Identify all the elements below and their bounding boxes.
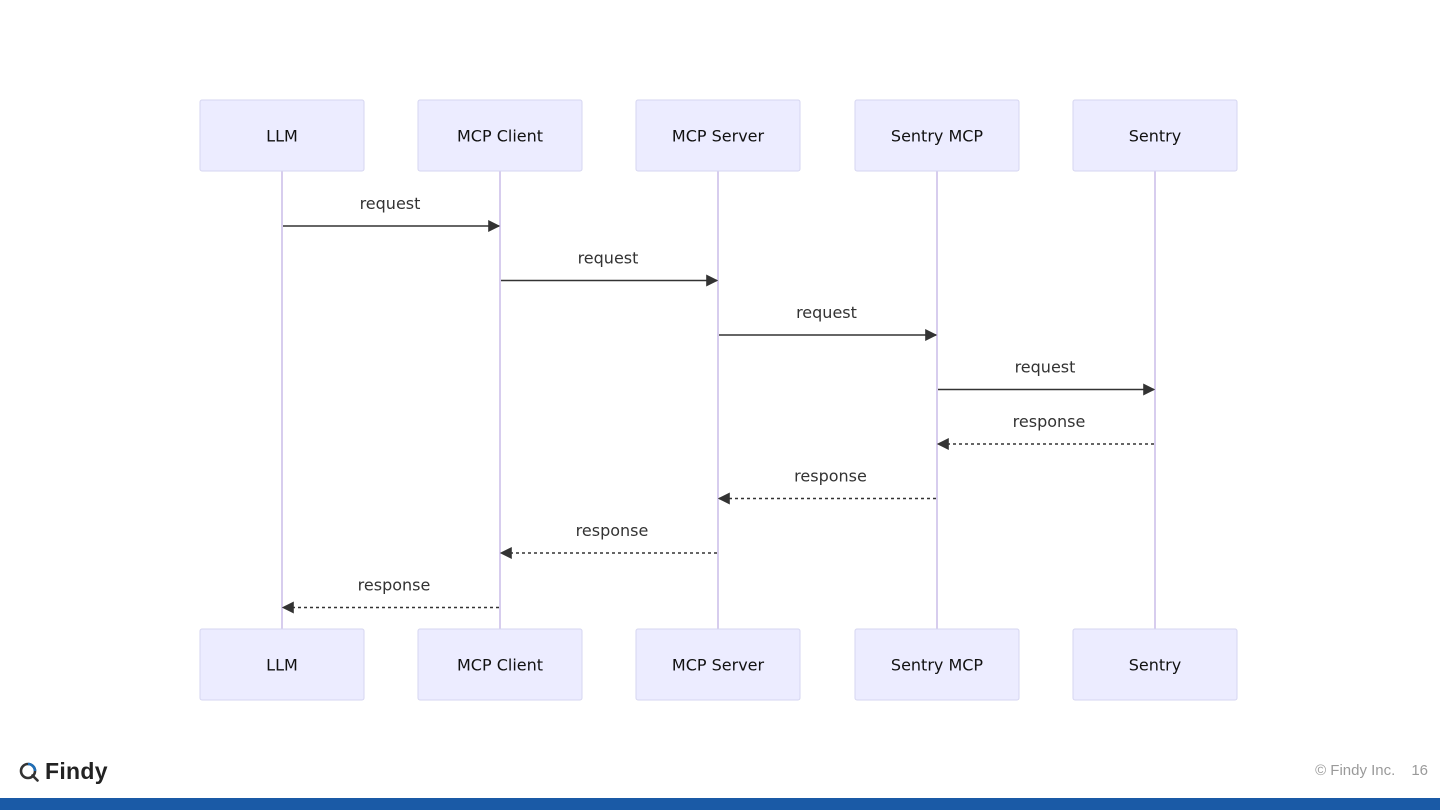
message-4: request	[938, 358, 1156, 396]
message-6: response	[717, 467, 936, 505]
participant-label: LLM	[266, 127, 298, 146]
participant-label: Sentry MCP	[891, 127, 984, 146]
message-label: response	[1013, 412, 1086, 431]
participant-top-mcp-client: MCP Client	[417, 99, 583, 172]
participant-box	[854, 99, 1020, 172]
participant-label: LLM	[266, 656, 298, 675]
participant-box	[635, 628, 801, 701]
participant-label: Sentry MCP	[891, 656, 984, 675]
footer: Findy © Findy Inc. 16	[0, 748, 1440, 796]
participant-box	[1072, 628, 1238, 701]
participant-top-llm: LLM	[199, 99, 365, 172]
message-label: response	[794, 467, 867, 486]
participant-label: MCP Client	[457, 656, 543, 675]
participant-box	[199, 628, 365, 701]
message-label: request	[360, 194, 421, 213]
participant-box	[417, 628, 583, 701]
message-1: request	[283, 194, 501, 232]
message-5: response	[936, 412, 1154, 450]
participant-bottom-mcp-server: MCP Server	[635, 628, 801, 701]
participant-top-sentry: Sentry	[1072, 99, 1238, 172]
participant-label: MCP Server	[672, 656, 765, 675]
message-8: response	[281, 576, 499, 614]
message-label: response	[576, 521, 649, 540]
page-number: 16	[1411, 762, 1428, 779]
participant-label: Sentry	[1129, 656, 1181, 675]
participant-label: MCP Server	[672, 127, 765, 146]
participant-bottom-llm: LLM	[199, 628, 365, 701]
bottom-accent-bar	[0, 798, 1440, 810]
message-2: request	[501, 249, 719, 287]
message-label: request	[578, 249, 639, 268]
message-label: request	[1015, 358, 1076, 377]
footer-meta: © Findy Inc. 16	[1315, 762, 1428, 779]
brand-name: Findy	[45, 758, 108, 784]
participant-top-mcp-server: MCP Server	[635, 99, 801, 172]
sequence-diagram: request request request request response resp…	[199, 99, 1238, 701]
findy-logo-icon	[19, 762, 39, 782]
copyright-text: © Findy Inc.	[1315, 762, 1396, 779]
participant-label: Sentry	[1129, 127, 1181, 146]
participant-bottom-sentry: Sentry	[1072, 628, 1238, 701]
participant-box	[199, 99, 365, 172]
message-7: response	[499, 521, 717, 559]
participant-box	[417, 99, 583, 172]
participant-box	[1072, 99, 1238, 172]
participant-box	[635, 99, 801, 172]
findy-logo: Findy	[19, 758, 108, 785]
participant-bottom-sentry-mcp: Sentry MCP	[854, 628, 1020, 701]
message-label: response	[358, 576, 431, 595]
participant-bottom-mcp-client: MCP Client	[417, 628, 583, 701]
message-label: request	[796, 303, 857, 322]
participant-label: MCP Client	[457, 127, 543, 146]
participant-top-sentry-mcp: Sentry MCP	[854, 99, 1020, 172]
participant-box	[854, 628, 1020, 701]
message-3: request	[719, 303, 938, 341]
